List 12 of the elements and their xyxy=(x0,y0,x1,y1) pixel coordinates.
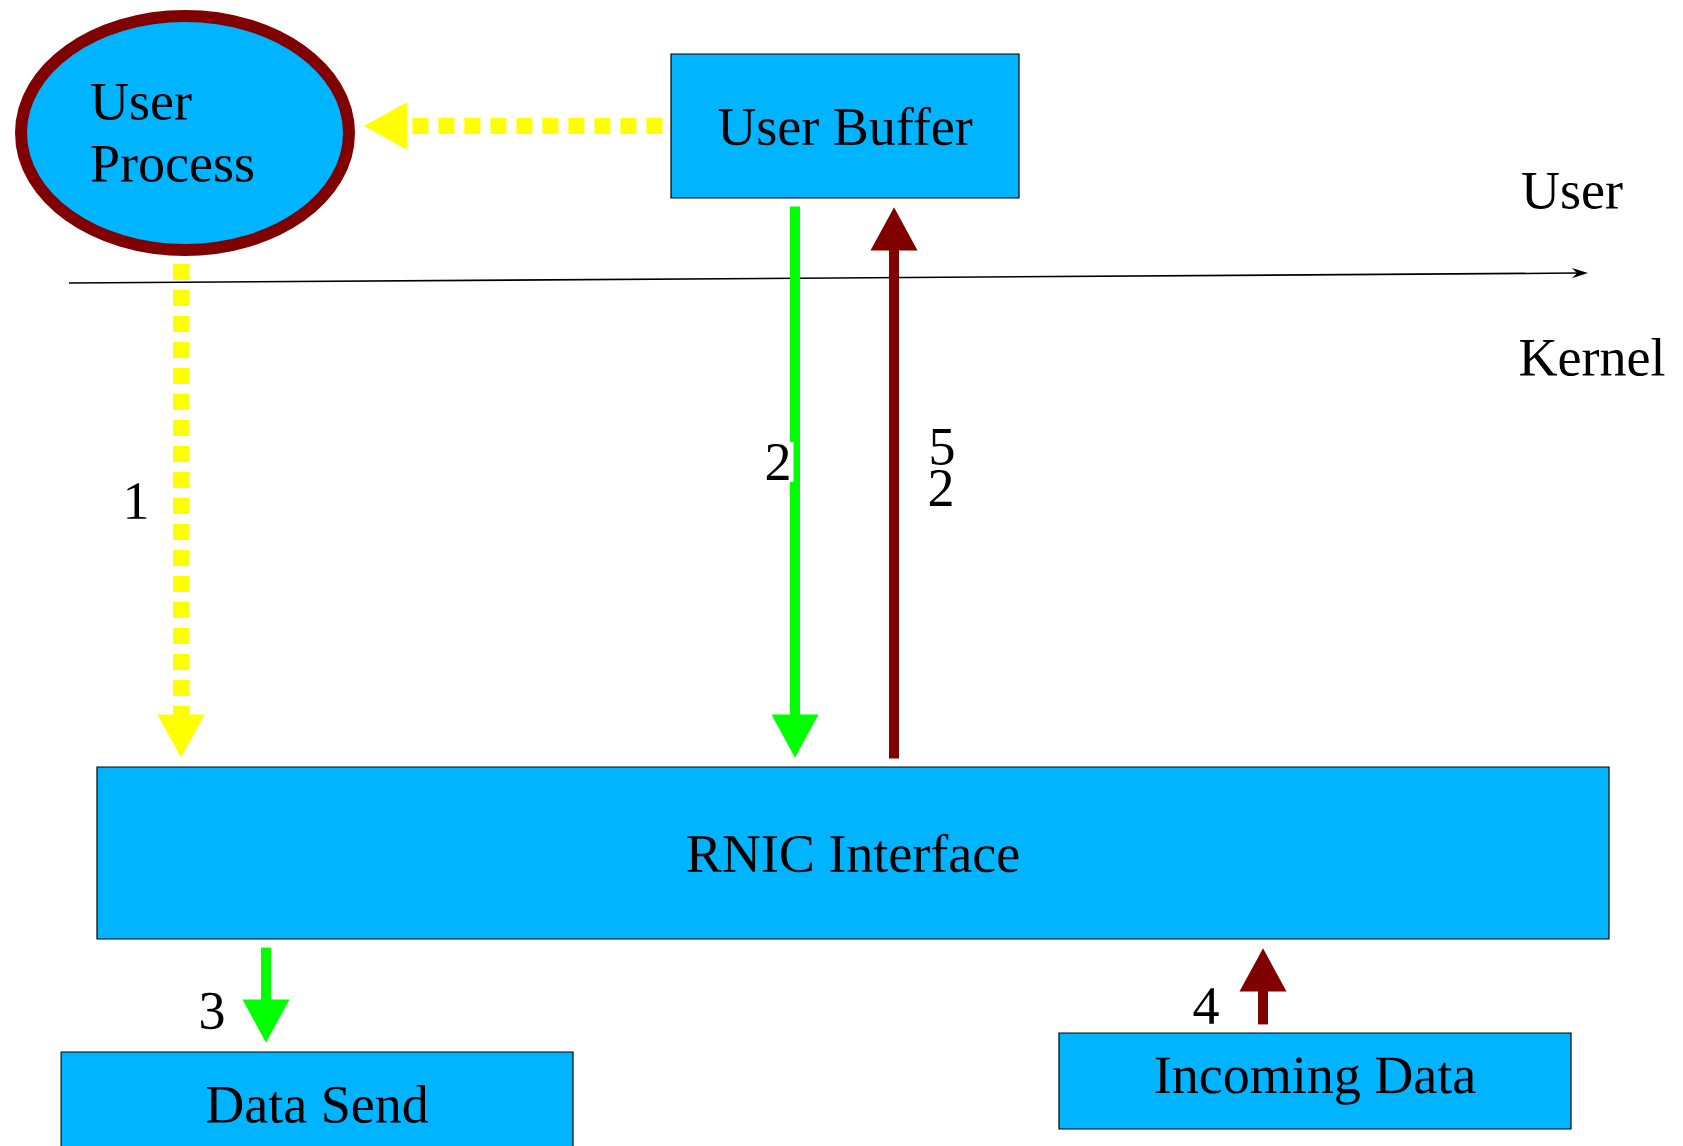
edge-label: 1 xyxy=(120,481,152,521)
process-box: Data Send xyxy=(60,1051,574,1146)
region-label: User xyxy=(1522,173,1623,209)
edge-label: 3 xyxy=(196,990,228,1032)
process-box: User Buffer xyxy=(670,53,1020,199)
process-box: RNIC Interface xyxy=(96,766,1610,940)
edge-label: 2 xyxy=(762,442,794,482)
region-label: Kernel xyxy=(1520,338,1665,376)
process-box: Incoming Data xyxy=(1058,1032,1572,1130)
step-number: 2 xyxy=(929,470,952,506)
edge-label: 5 xyxy=(926,427,958,467)
edge-label: 4 xyxy=(1190,986,1222,1026)
